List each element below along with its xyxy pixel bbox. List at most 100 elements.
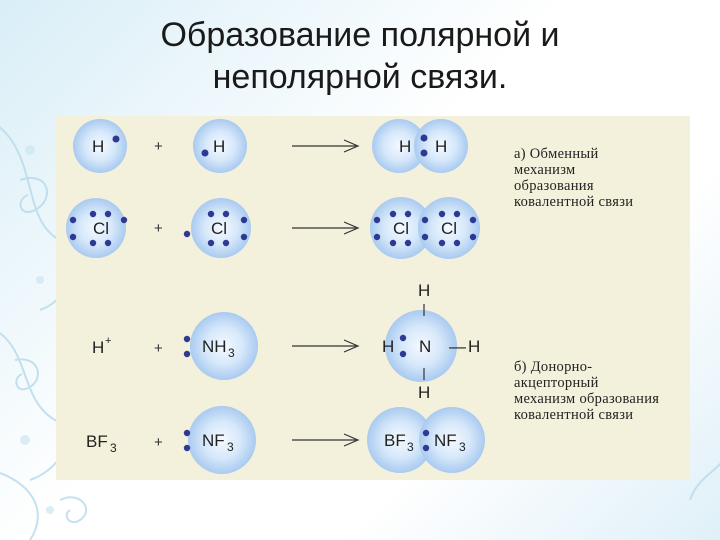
electron-dot [201,149,209,157]
electron-dot [240,216,248,224]
note-line: б) Донорно- [514,359,593,375]
atom-cl-label: Cl [441,219,457,238]
nf3-label: NF [202,431,225,450]
atom-circle [414,119,468,173]
electron-dot [404,239,412,247]
electron-dot [422,444,430,452]
atom-cl-label: Cl [393,219,409,238]
note-line: акцепторный [514,375,599,391]
electron-dot [373,233,381,241]
atom-circle [419,407,485,473]
electron-dot [89,239,97,247]
atom-circle [193,119,247,173]
row-h-nh3: H + + NH 3 H H N — H H [92,281,480,402]
h-ion-charge: + [105,335,111,347]
nh3-subscript: 3 [228,346,235,360]
note-line: ковалентной связи [514,194,634,210]
plus-sign: + [154,220,163,237]
nh4-n: N [419,337,431,356]
electron-dot [420,149,428,157]
atom-h-label: H [399,137,411,156]
electron-dot [222,210,230,218]
atom-circle [190,312,258,380]
atom-h-label: H [435,137,447,156]
electron-dot [373,216,381,224]
note-line: механизм [514,162,576,178]
electron-dot [112,135,120,143]
electron-dot [222,239,230,247]
h-ion-label: H [92,338,104,357]
reaction-arrow [292,339,360,353]
electron-dot [421,233,429,241]
bond-formation-diagram: .el { font-family:"Liberation Sans", san… [66,119,485,474]
nh4-right-bond: — [449,337,466,356]
bf3-label: BF [384,431,406,450]
electron-dot [399,334,407,342]
atom-h-label: H [92,137,104,156]
electron-dot [69,233,77,241]
bf3-label: BF [86,432,108,451]
nh4-left-h: H [382,337,394,356]
atom-circle [73,119,127,173]
plus-sign: + [154,138,163,155]
electron-dot [399,350,407,358]
atom-circle [372,119,426,173]
note-line: механизм образования [514,391,660,407]
electron-dot [207,239,215,247]
electron-dot [404,210,412,218]
atom-circle [188,406,256,474]
atom-circle [370,197,432,259]
plus-sign: + [154,340,163,357]
electron-dot [421,216,429,224]
electron-dot [469,233,477,241]
reaction-arrow [292,433,360,447]
title-line-1: Образование полярной и [160,16,560,54]
diagram-panel: .el { font-family:"Liberation Sans", san… [56,116,690,480]
nf3-subscript: 3 [459,440,466,454]
electron-dot [453,210,461,218]
atom-circle [385,310,457,382]
electron-dot [438,210,446,218]
nf3-label: NF [434,431,457,450]
atom-circle [191,198,251,258]
electron-dot [183,444,191,452]
electron-dot [89,210,97,218]
note-line: а) Обменный [514,146,599,162]
slide-title: Образование полярной и неполярной связи. [60,14,660,98]
reaction-arrow [292,221,360,235]
nh3-label: NH [202,337,227,356]
nh4-top-h: H [418,281,430,300]
row-cl-cl: Cl + Cl Cl Cl [66,197,480,259]
electron-dot [389,239,397,247]
electron-dot [120,216,128,224]
reaction-arrow [292,139,360,153]
electron-dot [104,210,112,218]
electron-dot [183,350,191,358]
nf3-subscript: 3 [227,440,234,454]
title-line-2: неполярной связи. [212,58,508,96]
electron-dot [240,233,248,241]
electron-dot [183,429,191,437]
electron-dot [422,429,430,437]
row-bf3-nf3: BF 3 + NF 3 BF 3 NF 3 [86,406,485,474]
atom-cl-label: Cl [93,219,109,238]
electron-dot [183,230,191,238]
note-exchange-mechanism: а) Обменный механизм образования ковален… [514,146,690,210]
electron-dot [469,216,477,224]
note-line: образования [514,178,594,194]
atom-h-label: H [213,137,225,156]
electron-dot [438,239,446,247]
electron-dot [389,210,397,218]
electron-dot [104,239,112,247]
plus-sign: + [154,434,163,451]
bf3-subscript: 3 [110,441,117,455]
nh4-bottom-h: H [418,383,430,402]
note-line: ковалентной связи [514,407,634,423]
electron-dot [420,134,428,142]
row-h-h: H + H H H [73,119,468,173]
electron-dot [183,335,191,343]
atom-cl-label: Cl [211,219,227,238]
note-donor-acceptor-mechanism: б) Донорно- акцепторный механизм образов… [514,359,690,423]
electron-dot [69,216,77,224]
atom-circle [367,407,433,473]
